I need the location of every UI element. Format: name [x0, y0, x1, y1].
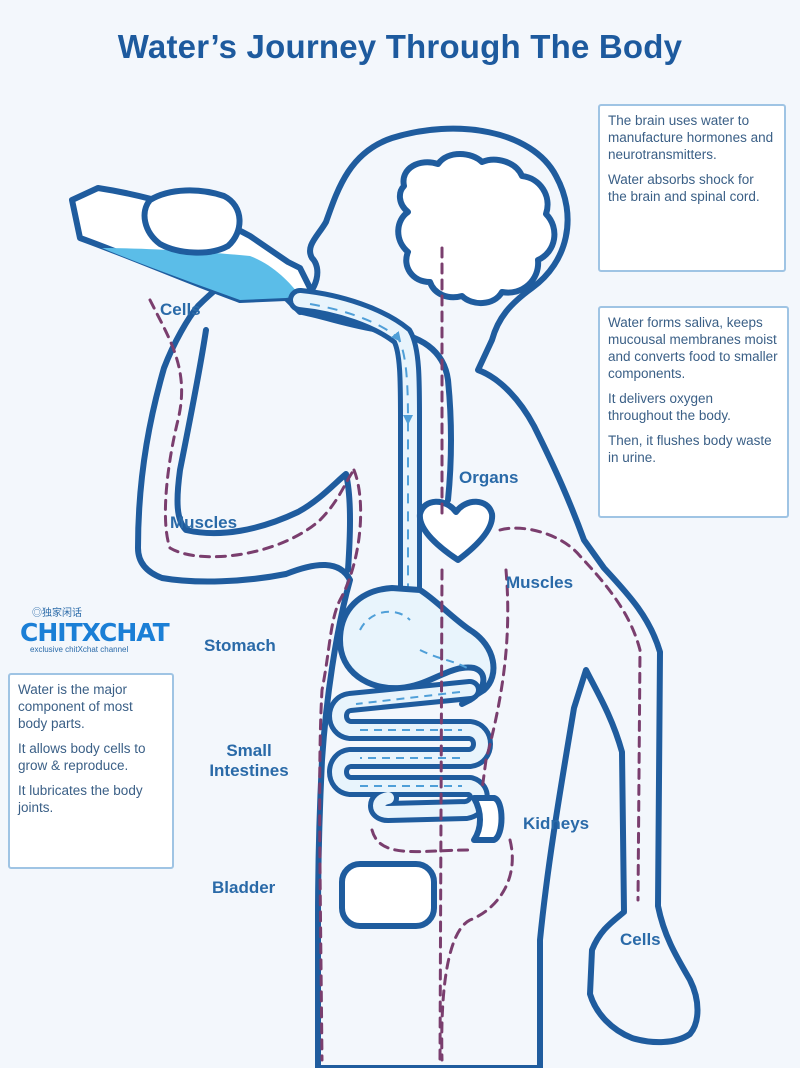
- info-box-saliva: Water forms saliva, keeps mucousal membr…: [598, 306, 789, 518]
- esophagus-path: [288, 288, 422, 612]
- label-organs: Organs: [459, 468, 519, 487]
- label-muscles-left: Muscles: [170, 513, 238, 532]
- kidney-icon: [471, 795, 505, 843]
- stomach-icon: [337, 585, 497, 707]
- label-cells-bottom: Cells: [620, 930, 661, 949]
- label-kidneys: Kidneys: [523, 814, 590, 833]
- watermark-logo: ◎独家闲话 CHITXCHAT exclusive chitXchat chan…: [20, 604, 180, 654]
- info-body-text-1: Water is the major component of most bod…: [18, 682, 133, 731]
- label-small-intestines: Small Intestines: [209, 741, 289, 780]
- brain-icon: [395, 151, 558, 306]
- watermark-top: ◎独家闲话: [32, 608, 82, 619]
- info-body-text-2: It allows body cells to grow & reproduce…: [18, 741, 146, 773]
- info-body-text-3: It lubricates the body joints.: [18, 783, 143, 815]
- info-brain-text-2: Water absorbs shock for the brain and sp…: [608, 172, 760, 204]
- label-cells-top: Cells: [160, 300, 201, 319]
- info-saliva-text-1: Water forms saliva, keeps mucousal membr…: [608, 315, 778, 381]
- watermark-sub: exclusive chitXchat channel: [30, 645, 129, 654]
- label-bladder: Bladder: [212, 878, 276, 897]
- watermark-name: CHITXCHAT: [20, 618, 170, 647]
- info-saliva-text-3: Then, it flushes body waste in urine.: [608, 433, 772, 465]
- heart-icon: [416, 498, 496, 563]
- bladder-icon: [339, 861, 437, 929]
- info-saliva-text-2: It delivers oxygen throughout the body.: [608, 391, 731, 423]
- label-muscles-right: Muscles: [506, 573, 574, 592]
- neck-front-outline: [299, 309, 454, 503]
- info-brain-text-1: The brain uses water to manufacture horm…: [608, 113, 774, 162]
- body-outline: [135, 125, 701, 1068]
- info-box-brain: The brain uses water to manufacture horm…: [598, 104, 786, 272]
- small-intestines-icon: [327, 679, 493, 823]
- circulation-paths: [148, 246, 642, 1062]
- label-stomach: Stomach: [204, 636, 276, 655]
- arm-inner-outline: [174, 327, 353, 573]
- info-box-body: Water is the major component of most bod…: [8, 673, 174, 869]
- water-bottle-icon: [69, 185, 317, 315]
- page-title: Water’s Journey Through The Body: [117, 28, 683, 65]
